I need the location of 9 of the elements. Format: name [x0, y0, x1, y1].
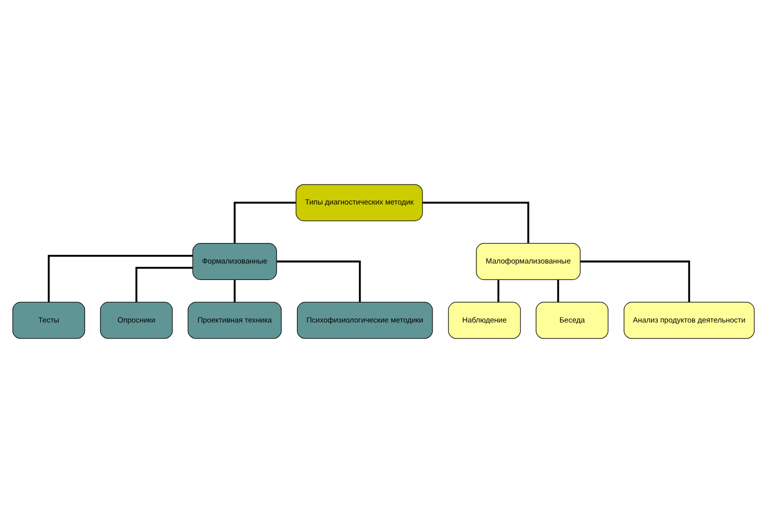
connector [497, 279, 500, 302]
connector [234, 279, 236, 302]
connector [48, 254, 193, 302]
connector [580, 260, 690, 302]
connector [135, 266, 193, 302]
connector [234, 201, 296, 243]
connector [276, 260, 361, 302]
connector [557, 279, 560, 302]
connector [422, 201, 530, 243]
